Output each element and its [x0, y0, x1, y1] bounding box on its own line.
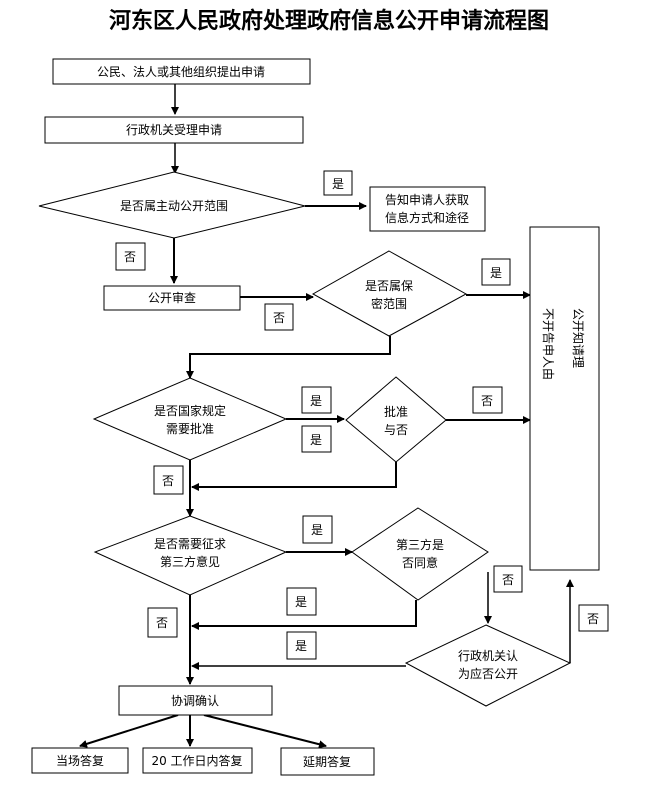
svg-text:否同意: 否同意	[402, 555, 438, 570]
page-title: 河东区人民政府处理政府信息公开申请流程图	[109, 8, 549, 34]
svg-text:需要批准: 需要批准	[166, 421, 214, 436]
diamond-public-scope: 是否属主动公开范围	[38, 171, 306, 239]
right-column-text-2: 不开告申人由	[541, 308, 555, 380]
svg-text:是否国家规定: 是否国家规定	[154, 403, 226, 418]
svg-text:是: 是	[310, 394, 322, 408]
label-no-1: 否	[115, 242, 146, 271]
box-notify-way: 告知申请人获取 信息方式和途径	[369, 186, 486, 232]
svg-text:批准: 批准	[384, 404, 408, 419]
svg-text:第三方是: 第三方是	[396, 537, 444, 552]
arrow-coordinate-delay	[203, 714, 327, 749]
svg-text:协调确认: 协调确认	[171, 693, 219, 708]
label-yes-2: 是	[481, 258, 511, 286]
svg-text:是否需要征求: 是否需要征求	[154, 537, 226, 551]
arrow-approve-back	[191, 462, 397, 491]
svg-text:是: 是	[311, 523, 323, 537]
svg-text:否: 否	[502, 573, 514, 587]
diamond-third-agree: 第三方是 否同意	[351, 507, 489, 601]
box-reply-delay: 延期答复	[280, 747, 375, 776]
box-accept: 行政机关受理申请	[44, 116, 304, 144]
svg-text:否: 否	[587, 612, 599, 626]
label-no-6: 否	[147, 607, 178, 638]
label-yes-7: 是	[286, 631, 317, 660]
svg-text:信息方式和途径: 信息方式和途径	[385, 210, 469, 225]
label-yes-1: 是	[323, 170, 353, 196]
label-yes-4: 是	[301, 425, 332, 453]
diamond-third-party: 是否需要征求 第三方意见	[93, 515, 288, 596]
svg-text:否: 否	[124, 250, 136, 264]
svg-text:为应否公开: 为应否公开	[458, 666, 518, 681]
arrow-coordinate-now	[79, 714, 179, 748]
label-no-7: 否	[578, 604, 609, 632]
label-yes-6: 是	[286, 587, 317, 616]
right-column-text-1: 公开知请理	[571, 308, 585, 368]
svg-text:第三方意见: 第三方意见	[160, 554, 220, 569]
svg-text:公民、法人或其他组织提出申请: 公民、法人或其他组织提出申请	[97, 64, 265, 79]
label-yes-3: 是	[301, 386, 332, 414]
label-no-4: 否	[153, 465, 184, 495]
svg-text:是: 是	[295, 595, 307, 609]
label-no-5: 否	[493, 565, 523, 593]
svg-text:行政机关受理申请: 行政机关受理申请	[126, 123, 222, 137]
arrow-agree-back	[191, 600, 417, 630]
diamond-need-approval: 是否国家规定 需要批准	[92, 377, 288, 461]
label-yes-5: 是	[302, 515, 333, 544]
svg-text:20 工作日内答复: 20 工作日内答复	[151, 753, 242, 768]
diamond-agency-decide: 行政机关认 为应否公开	[404, 624, 572, 707]
svg-text:否: 否	[481, 394, 493, 408]
svg-text:密范围: 密范围	[371, 296, 407, 311]
box-public-review: 公开审查	[103, 285, 241, 311]
svg-text:延期答复: 延期答复	[303, 754, 351, 769]
svg-text:是否属主动公开范围: 是否属主动公开范围	[120, 199, 228, 213]
box-reply-now: 当场答复	[31, 747, 129, 774]
diamond-secret: 是否属保 密范围	[311, 250, 468, 337]
svg-text:是: 是	[310, 433, 322, 447]
svg-text:是: 是	[490, 266, 502, 280]
svg-text:否: 否	[162, 474, 174, 488]
label-no-2: 否	[264, 303, 294, 331]
box-apply: 公民、法人或其他组织提出申请	[52, 58, 311, 85]
svg-text:当场答复: 当场答复	[56, 753, 104, 768]
right-column-text: 公开知请理 不开告申人由	[541, 308, 585, 380]
box-reply-20: 20 工作日内答复	[142, 747, 253, 774]
svg-text:否: 否	[156, 616, 168, 630]
svg-text:是: 是	[332, 177, 344, 191]
box-coordinate: 协调确认	[118, 685, 273, 716]
connectors	[79, 84, 574, 749]
diamond-approve: 批准 与否	[345, 376, 447, 463]
svg-text:是: 是	[295, 639, 307, 653]
svg-text:否: 否	[273, 311, 285, 325]
svg-text:行政机关认: 行政机关认	[458, 649, 518, 663]
svg-text:告知申请人获取: 告知申请人获取	[385, 193, 469, 207]
box-right-column	[529, 226, 600, 571]
svg-text:与否: 与否	[384, 423, 408, 437]
svg-text:是否属保: 是否属保	[365, 279, 413, 293]
label-no-3: 否	[472, 386, 503, 414]
svg-text:公开审查: 公开审查	[148, 290, 196, 305]
arrow-secret-approval	[186, 336, 391, 379]
